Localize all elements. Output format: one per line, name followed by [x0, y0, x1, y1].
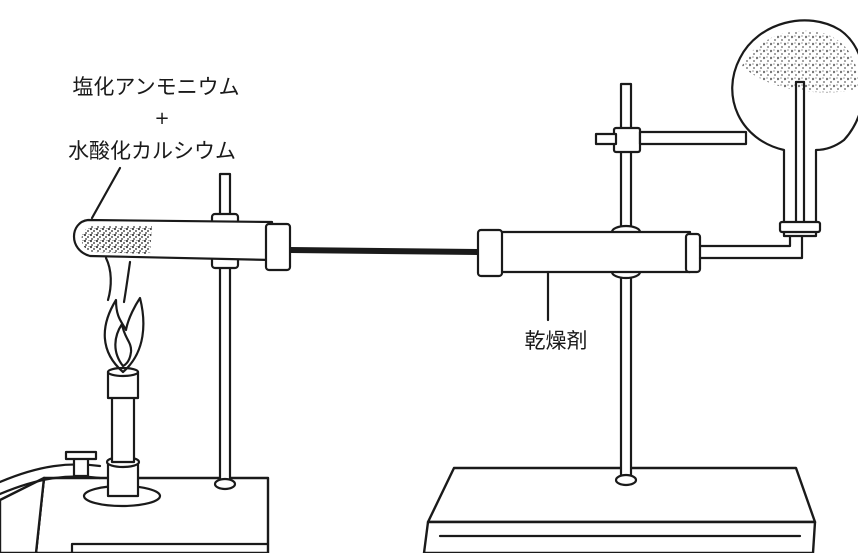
- right-stand-base: [422, 466, 817, 553]
- test-tube: [73, 218, 292, 272]
- reagent-label: 塩化アンモニウム + 水酸化カルシウム: [68, 75, 240, 220]
- connecting-tube: [289, 247, 479, 255]
- reagent-label-plus: +: [154, 108, 169, 129]
- reagent-label-line1: 塩化アンモニウム: [72, 75, 239, 99]
- reagent-leader-line: [90, 166, 122, 220]
- reagent-label-line2: 水酸化カルシウム: [68, 139, 236, 163]
- inverted-flask: [731, 19, 858, 238]
- flame: [103, 256, 145, 374]
- drying-tube: [476, 228, 804, 322]
- right-stand-rod: [594, 82, 748, 487]
- drying-agent-label: 乾燥剤: [525, 329, 588, 353]
- drying-agent-text: 乾燥剤: [525, 329, 588, 353]
